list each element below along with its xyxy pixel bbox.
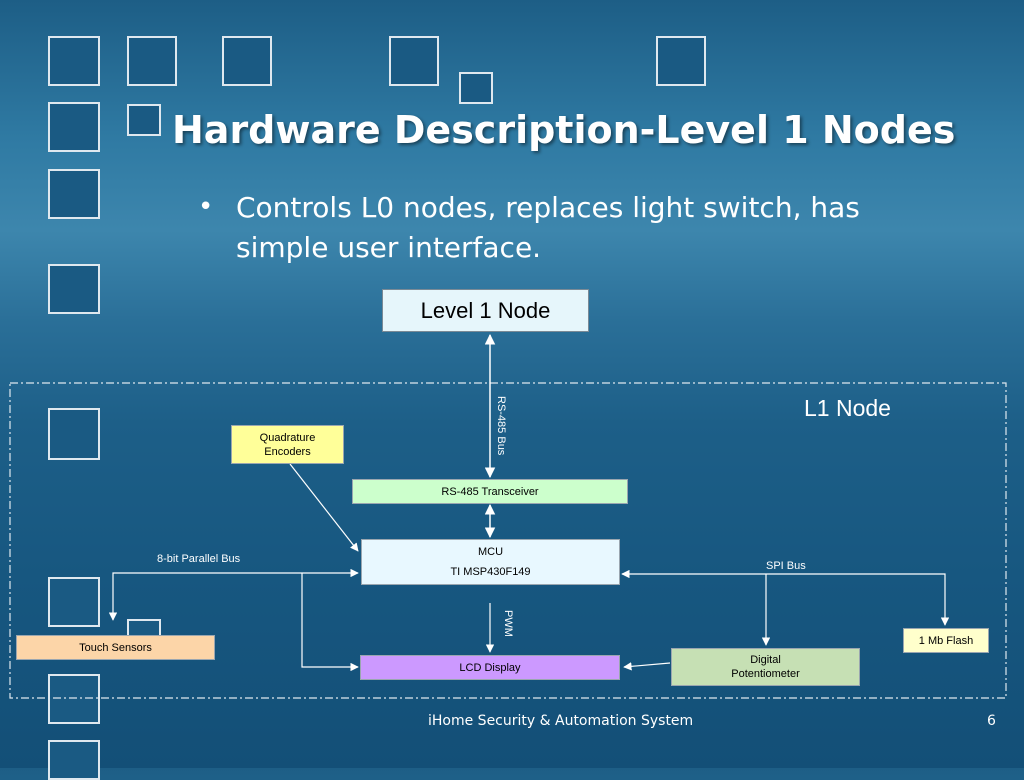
touch-sensors-box: Touch Sensors (16, 635, 215, 660)
rs485-bus-label: RS-485 Bus (495, 396, 507, 456)
decorative-square (222, 36, 272, 86)
level1-node-label: Level 1 Node (420, 297, 551, 323)
bullet-marker: • (198, 192, 214, 222)
level1-node-box: Level 1 Node (382, 289, 589, 332)
decorative-square (48, 408, 100, 460)
rs485-transceiver-box: RS-485 Transceiver (352, 479, 628, 504)
spi-bus-line (621, 569, 950, 626)
page-number: 6 (987, 713, 996, 729)
parallel-bus-line (108, 568, 359, 621)
quadrature-encoders-box: Quadrature Encoders (231, 425, 344, 464)
decorative-square (127, 104, 161, 136)
parallel-bus-label: 8-bit Parallel Bus (157, 553, 241, 565)
decorative-square (48, 36, 100, 86)
quadrature-encoders-label-line1: Quadrature (259, 431, 316, 444)
decorative-square (389, 36, 439, 86)
decorative-square (48, 577, 100, 627)
decorative-square (48, 264, 100, 314)
bullet-text: Controls L0 nodes, replaces light switch… (236, 191, 860, 264)
decorative-square (127, 36, 177, 86)
lcd-display-label: LCD Display (459, 661, 521, 674)
touch-sensors-label: Touch Sensors (79, 641, 152, 654)
lcd-display-box: LCD Display (360, 655, 620, 680)
mcu-label: MCU (477, 546, 504, 558)
decorative-square (459, 72, 493, 104)
flash-memory-box: 1 Mb Flash (903, 628, 989, 653)
slide-title: Hardware Description-Level 1 Nodes (172, 108, 956, 152)
footer-text: iHome Security & Automation System (428, 713, 694, 729)
rs485-transceiver-label: RS-485 Transceiver (441, 485, 539, 498)
l1-node-boundary (9, 382, 1007, 699)
spi-bus-label: SPI Bus (766, 560, 806, 572)
parallel-bus-lcd-line (301, 573, 359, 672)
mcu-box: MCU TI MSP430F149 (361, 539, 620, 585)
encoders-mcu-link (289, 463, 359, 552)
digital-potentiometer-label-line2: Potentiometer (731, 668, 800, 680)
l1-node-label: L1 Node (804, 395, 891, 421)
decorative-square (48, 169, 100, 219)
pot-lcd-link (623, 662, 671, 671)
flash-memory-label: 1 Mb Flash (918, 634, 974, 647)
mcu-part-label: TI MSP430F149 (450, 566, 531, 578)
digital-potentiometer-box: Digital Potentiometer (671, 648, 860, 686)
pwm-label: PWM (502, 610, 514, 637)
decorative-square (48, 674, 100, 724)
digital-potentiometer-label-line1: Digital (750, 654, 781, 666)
decorative-square (656, 36, 706, 86)
decorative-square (48, 102, 100, 152)
quadrature-encoders-label-line2: Encoders (264, 445, 311, 458)
